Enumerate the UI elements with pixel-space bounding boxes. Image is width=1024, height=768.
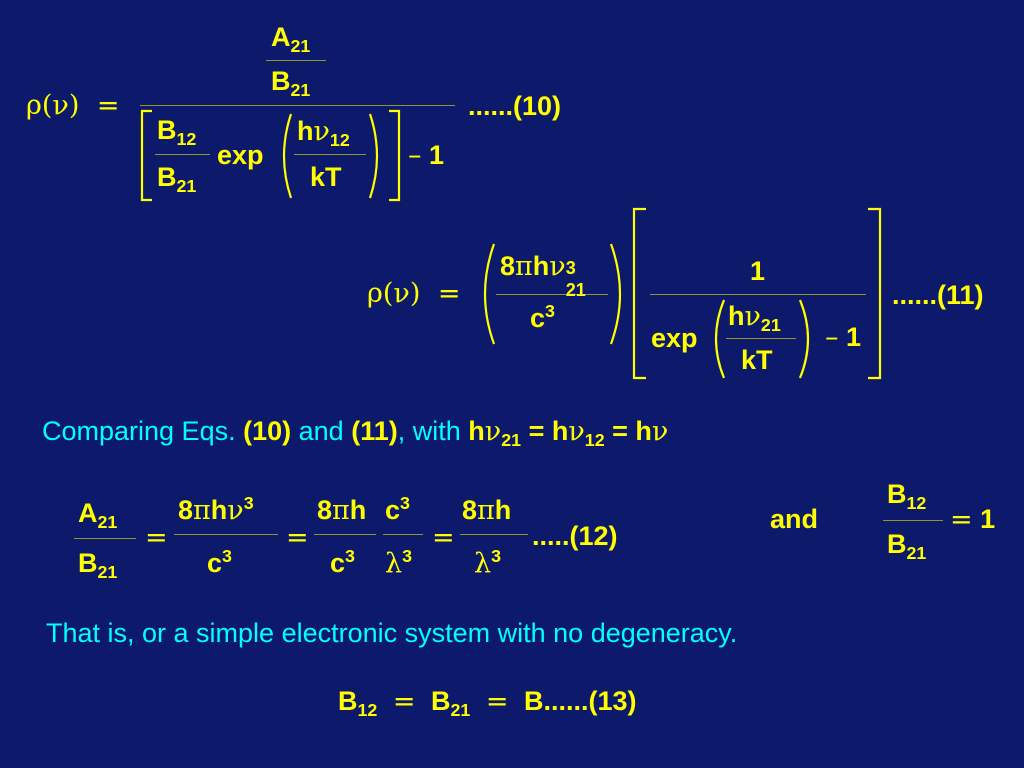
eq12-c3-a: c3 <box>207 546 232 578</box>
eq12-fraction-bar-5 <box>460 534 528 535</box>
eq10-kT: kT <box>310 162 342 192</box>
eq11-inner-right-paren <box>798 299 810 379</box>
eq10-num-fraction-bar <box>266 60 326 61</box>
eq11-kT: kT <box>741 345 773 375</box>
eq11-left-fraction-bar <box>496 294 608 295</box>
eq11-c3: c3 <box>530 301 555 333</box>
eq10-B21: B21 <box>157 162 197 197</box>
comparing-line: Comparing Eqs. (10) and (11), with hν21 … <box>42 416 669 451</box>
eq11-left-bracket <box>632 207 646 380</box>
eq10-tag: ......(10) <box>468 91 562 121</box>
eq12-and-label: and <box>770 504 819 534</box>
eq11-tag: ......(11) <box>892 280 984 310</box>
eq11-main-fraction-bar <box>650 294 866 295</box>
eq12-B21: B21 <box>78 548 118 583</box>
eq12-B12: B12 <box>887 479 927 514</box>
eq12-equals-one: = 1 <box>950 504 996 535</box>
eq10-main-fraction-bar <box>140 105 455 106</box>
eq10-lhs: ρ(ν) = <box>26 90 120 121</box>
eq12-fraction-bar-2 <box>174 534 278 535</box>
eq12-equals-3: = <box>432 522 455 553</box>
eq11-hnu-fraction-bar <box>726 338 796 339</box>
eq11-right-paren <box>609 243 622 345</box>
eq11-lhs: ρ(ν) = <box>367 278 461 309</box>
eq11-inner-left-paren <box>714 299 726 379</box>
eq10-B12: B12 <box>157 115 197 150</box>
eq12-tag: .....(12) <box>532 521 618 551</box>
eq10-right-bracket <box>389 109 401 202</box>
eq12-8pih-b: 8πh <box>462 495 512 526</box>
eq10-hnu-fraction-bar <box>294 154 366 155</box>
that-is-text: That is, or a simple electronic system w… <box>46 618 738 648</box>
eq12-fraction-bar-3 <box>314 534 376 535</box>
eq12-equals-2: = <box>286 522 309 553</box>
eq11-left-paren <box>483 243 496 345</box>
eq12-c3-b: c3 <box>330 546 355 578</box>
eq12-B21-ratio: B21 <box>887 529 927 564</box>
equation-13: B12 = B21 = B......(13) <box>338 686 637 721</box>
eq10-left-bracket <box>140 109 152 202</box>
eq12-lambda3-a: λ3 <box>385 546 413 579</box>
eq12-equals-1: = <box>145 522 168 553</box>
comparing-hnu-relation: hν21 = hν12 = hν <box>468 416 669 451</box>
eq11-hnu21: hν21 <box>728 301 781 336</box>
eq12-c3-c: c3 <box>385 493 410 525</box>
eq12-8pihnu3: 8πhν3 <box>178 493 254 526</box>
eq11-one: 1 <box>750 256 766 286</box>
eq10-B-fraction-bar <box>155 154 210 155</box>
eq12-8pih: 8πh <box>317 495 367 526</box>
eq12-A21: A21 <box>78 498 118 533</box>
eq10-left-paren <box>282 113 293 199</box>
eq10-exp: exp <box>217 140 264 170</box>
eq12-fraction-bar-1 <box>74 538 136 539</box>
eq10-hnu12: hν12 <box>297 116 350 151</box>
eq10-right-paren <box>368 113 379 199</box>
eq11-minus-one: – 1 <box>825 322 862 353</box>
eq12-fraction-bar-4 <box>383 534 423 535</box>
eq12-lambda3-b: λ3 <box>474 546 502 579</box>
eq10-minus-one: – 1 <box>408 140 445 171</box>
eq11-exp: exp <box>651 323 698 353</box>
eq11-right-bracket <box>868 207 882 380</box>
eq10-A21: A21 <box>271 22 311 57</box>
eq12-B-ratio-bar <box>883 520 943 521</box>
eq10-B21-num: B21 <box>271 66 311 101</box>
